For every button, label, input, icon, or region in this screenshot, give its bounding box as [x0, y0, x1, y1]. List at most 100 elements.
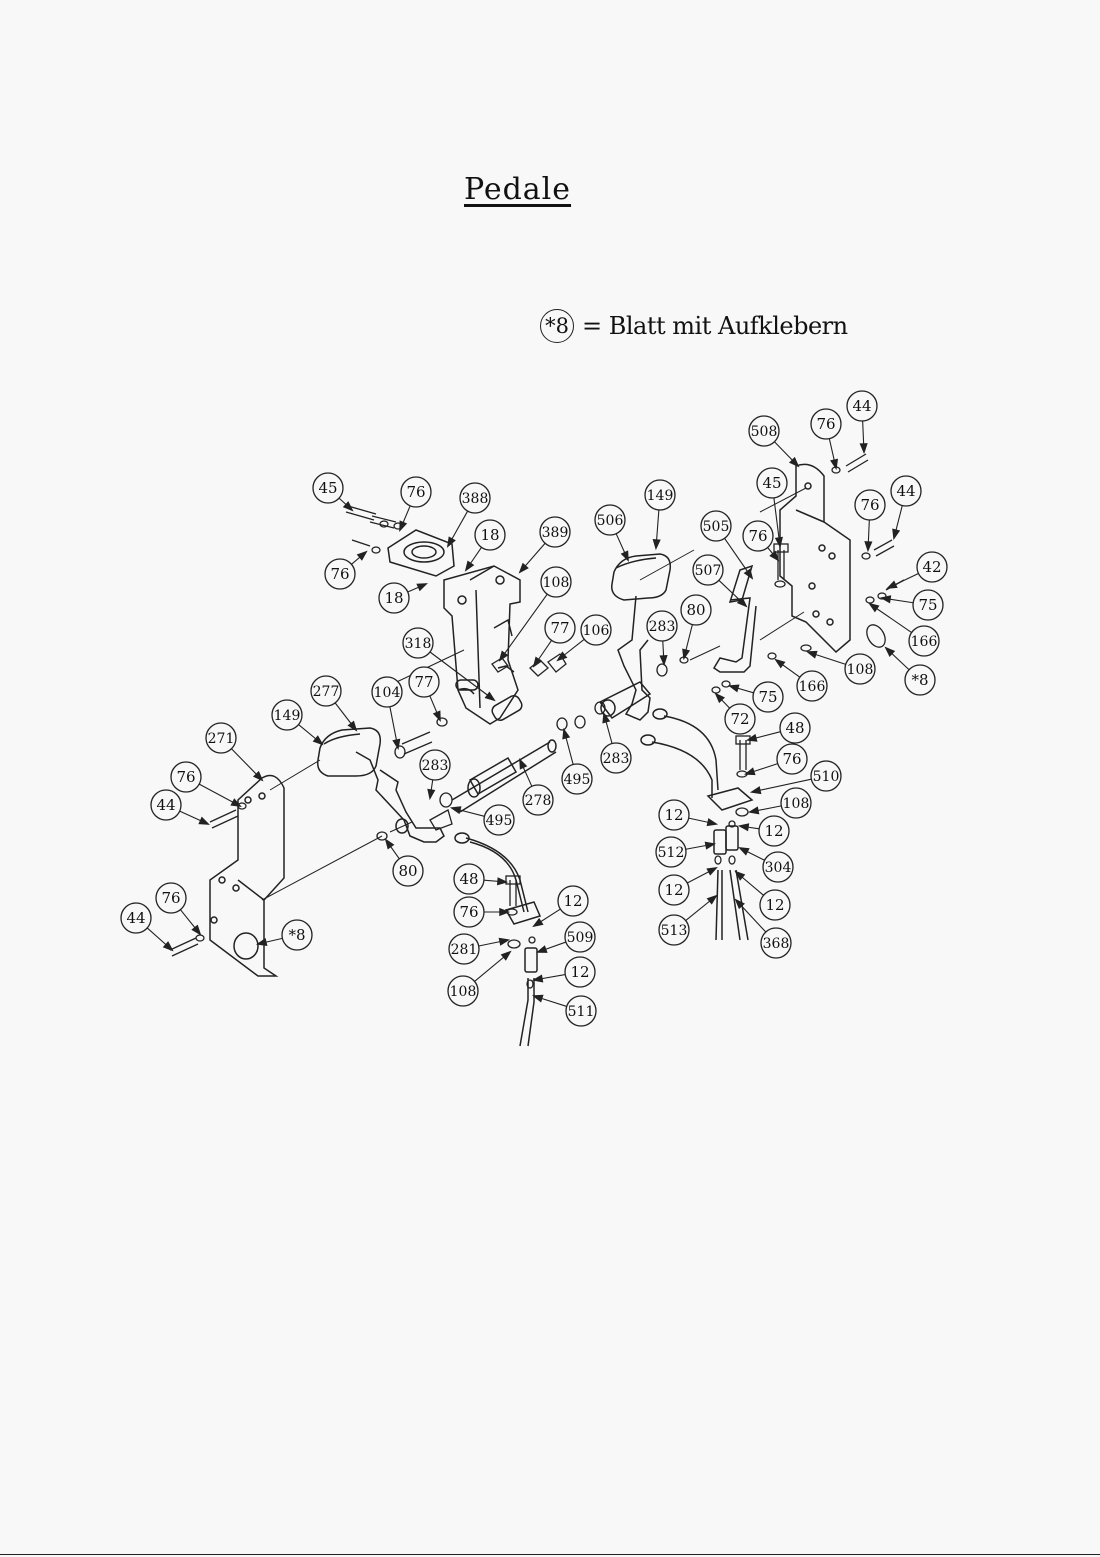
- callout-label: 76: [330, 565, 349, 583]
- pedal-shaft: [451, 739, 557, 813]
- callout-label: 76: [860, 496, 879, 514]
- leader-arrow: [749, 786, 762, 795]
- callout-12: 12: [734, 870, 791, 921]
- callout-circle: [371, 676, 403, 708]
- assembly-axes: [261, 487, 807, 901]
- callout-label: 12: [664, 806, 683, 824]
- callout-circle: [324, 558, 356, 590]
- callout-label: 495: [564, 772, 591, 788]
- callout-108: 108: [805, 650, 876, 685]
- callout-circle: [447, 975, 479, 1007]
- leader-arrow: [737, 823, 750, 832]
- callout-510: 510: [749, 760, 842, 795]
- callout-circle: [483, 804, 515, 836]
- leader-arrow: [312, 735, 324, 746]
- leader-line: [499, 593, 548, 661]
- callout-circle: [474, 519, 506, 551]
- leader-arrow: [859, 443, 868, 455]
- leader-arrow: [704, 841, 717, 850]
- callout-label: 72: [730, 710, 749, 728]
- callout-45: 45: [756, 467, 788, 549]
- callout-circle: [780, 787, 812, 819]
- callout-281: 281: [448, 933, 511, 965]
- callout-circle: [580, 614, 612, 646]
- leader-arrow: [446, 536, 456, 548]
- leader-arrow: [347, 720, 358, 732]
- callout-76: 76: [453, 896, 511, 928]
- legend-text: = Blatt mit Aufklebern: [582, 312, 848, 340]
- callout-label: 12: [664, 881, 683, 899]
- callout-circle: [658, 799, 690, 831]
- leader-arrow: [384, 838, 395, 850]
- callout-75: 75: [879, 589, 944, 621]
- leader-arrow: [892, 528, 901, 541]
- callout-76: 76: [854, 489, 886, 553]
- callout-circle: [155, 882, 187, 914]
- callout-label: 12: [765, 896, 784, 914]
- callout-label: 512: [658, 845, 685, 861]
- callout-circle: [271, 699, 303, 731]
- callout-149: 149: [644, 479, 676, 551]
- right-bracket: [779, 463, 851, 654]
- right-pedal: [598, 553, 672, 721]
- callout-circle: [680, 594, 712, 626]
- callout-12: 12: [658, 799, 719, 831]
- callout-76: 76: [155, 882, 202, 936]
- callout-circle: [453, 863, 485, 895]
- callout-circle: [453, 896, 485, 928]
- callout-label: 108: [783, 796, 810, 812]
- callout-318: 318: [402, 627, 496, 702]
- callout-star8: *8: [884, 646, 936, 696]
- callout-label: 18: [384, 589, 403, 607]
- callout-80: 80: [384, 838, 424, 887]
- callout-278: 278: [519, 758, 554, 816]
- callout-512: 512: [655, 836, 717, 868]
- callout-label: 506: [597, 513, 624, 529]
- leader-arrow: [886, 580, 898, 589]
- callout-label: 44: [852, 397, 871, 415]
- leader-line: [751, 778, 812, 793]
- callout-label: 166: [799, 679, 826, 695]
- callout-label: 76: [748, 527, 767, 545]
- callout-label: 76: [816, 415, 835, 433]
- callout-label: 149: [647, 488, 674, 504]
- callout-circle: [758, 815, 790, 847]
- callout-80: 80: [680, 594, 712, 661]
- callout-72: 72: [714, 692, 756, 735]
- callout-506: 506: [594, 504, 629, 562]
- cable-right: [640, 708, 754, 941]
- callout-label: 104: [374, 685, 401, 701]
- callout-circle: [779, 712, 811, 744]
- callout-label: 283: [649, 619, 676, 635]
- callout-circle: [810, 760, 842, 792]
- callout-44: 44: [846, 390, 878, 455]
- callout-circle: [658, 914, 690, 946]
- leader-arrow: [774, 658, 786, 669]
- callout-label: 511: [568, 1004, 595, 1020]
- callout-44: 44: [150, 789, 210, 825]
- callout-label: 281: [451, 942, 478, 958]
- callout-circle: [844, 653, 876, 685]
- callout-circle: [760, 927, 792, 959]
- callout-166: 166: [868, 602, 940, 657]
- callout-circle: [644, 479, 676, 511]
- left-bracket: [209, 774, 285, 977]
- callout-18: 18: [378, 582, 428, 614]
- callout-44: 44: [890, 475, 922, 541]
- callout-77: 77: [532, 612, 576, 668]
- leader-arrow: [706, 894, 718, 905]
- callout-104: 104: [371, 676, 403, 751]
- leader-arrow: [427, 788, 436, 801]
- callout-76: 76: [170, 761, 242, 808]
- leader-arrow: [191, 924, 202, 936]
- callout-circle: [658, 874, 690, 906]
- leader-arrow: [727, 684, 740, 693]
- legend: *8 = Blatt mit Aufklebern: [540, 308, 848, 344]
- callout-149: 149: [271, 699, 324, 746]
- callout-label: 12: [563, 892, 582, 910]
- leader-arrow: [255, 938, 268, 947]
- callout-label: 278: [525, 793, 552, 809]
- callout-circle: [120, 902, 152, 934]
- leader-line: [429, 651, 495, 701]
